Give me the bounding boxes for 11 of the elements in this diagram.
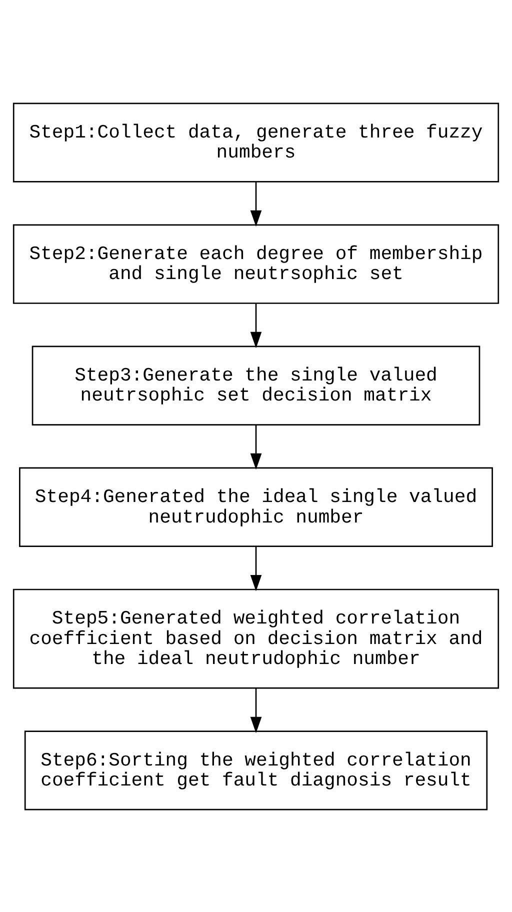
node-box: Step3:Generate the single valued neutrsophic set decision matrix <box>32 345 480 425</box>
node-box: Step6:Sorting the weighted correlation coefficient get fault diagnosis result <box>24 730 488 810</box>
node-box: Step5:Generated weighted correlation coefficient based on decision matrix and the ideal neutrudophic number <box>12 588 500 688</box>
arrow <box>250 303 262 348</box>
arrow <box>250 688 262 733</box>
arrow <box>250 424 262 470</box>
node-box: Step2:Generate each degree of membership and single neutrsophic set <box>12 224 500 304</box>
node-box: Step1:Collect data, generate three fuzzy numbers <box>12 102 500 182</box>
arrow <box>250 546 262 591</box>
arrow <box>250 182 262 226</box>
node-box: Step4:Generated the ideal single valued neutrudophic number <box>19 466 493 546</box>
